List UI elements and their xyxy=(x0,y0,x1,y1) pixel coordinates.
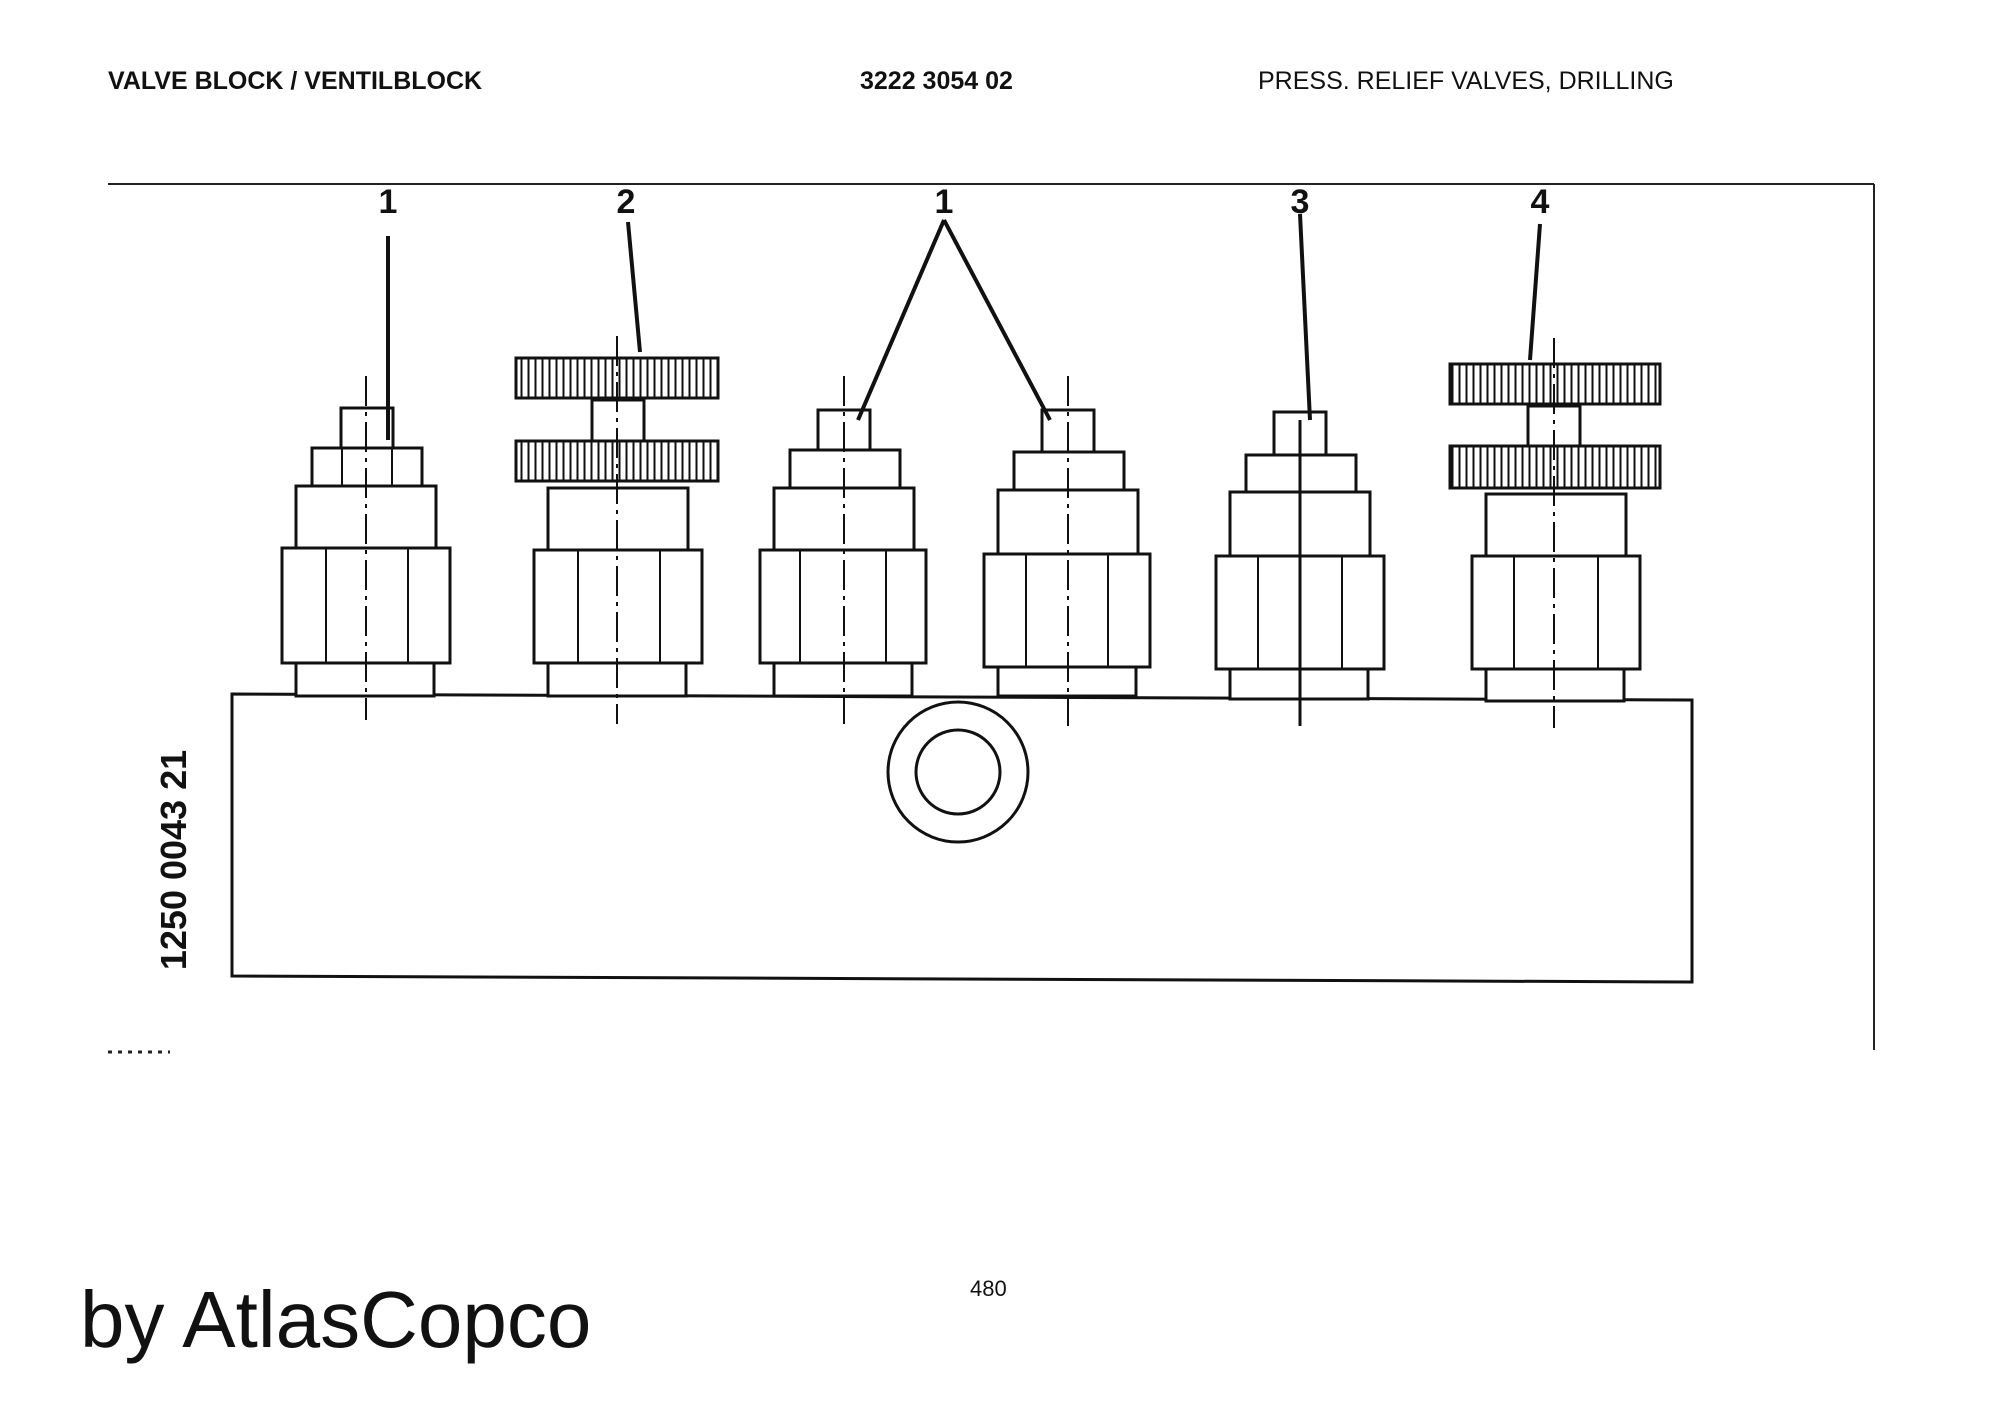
drawing-number: 1250 0043 21 xyxy=(153,750,194,970)
header-description: PRESS. RELIEF VALVES, DRILLING xyxy=(1258,67,1674,95)
callout-label: 3 xyxy=(1291,183,1310,221)
callout-label: 1 xyxy=(379,183,398,221)
relief-valve-1c xyxy=(982,376,1152,726)
port-circle xyxy=(886,700,1030,844)
page-number: 480 xyxy=(970,1276,1007,1301)
callout-leaders xyxy=(386,213,1542,726)
header-title: VALVE BLOCK / VENTILBLOCK xyxy=(108,67,483,95)
callout-label: 4 xyxy=(1531,183,1550,221)
drawing-frame xyxy=(108,183,1875,1054)
relief-valve-4 xyxy=(1448,338,1662,728)
relief-valve-1a xyxy=(280,376,452,720)
callout-label: 2 xyxy=(617,183,636,221)
callout-label: 1 xyxy=(935,183,954,221)
relief-valve-1b xyxy=(758,376,928,724)
callout-labels: 1 2 1 3 4 xyxy=(379,183,1550,221)
valve-block-body xyxy=(230,692,1694,984)
relief-valve-2 xyxy=(514,336,720,724)
brand-watermark: by AtlasCopco xyxy=(80,1275,592,1364)
header-part-number: 3222 3054 02 xyxy=(860,67,1013,95)
